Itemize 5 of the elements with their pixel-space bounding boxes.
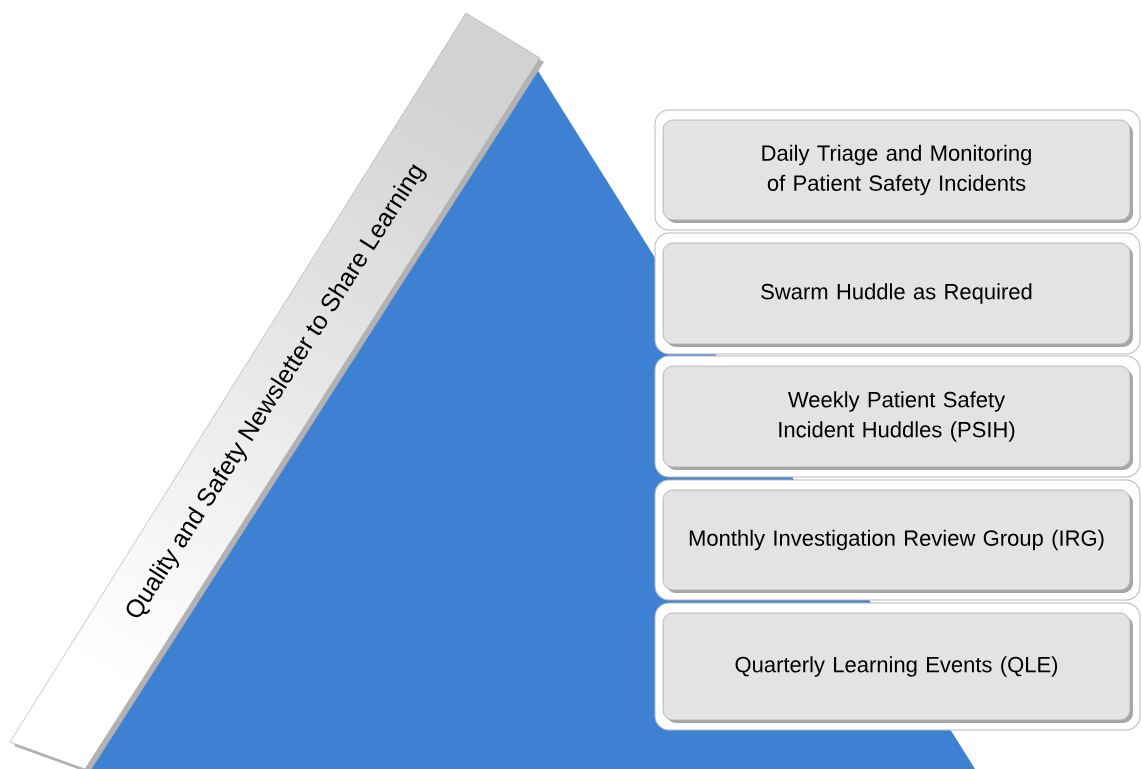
step-box: Weekly Patient Safety Incident Huddles (PSIH) [654,355,1141,478]
step-box: Quarterly Learning Events (QLE) [654,602,1141,731]
step-box: Daily Triage and Monitoring of Patient Safety Incidents [654,109,1141,231]
step-box: Monthly Investigation Review Group (IRG) [654,479,1141,601]
step-box: Swarm Huddle as Required [654,232,1141,355]
